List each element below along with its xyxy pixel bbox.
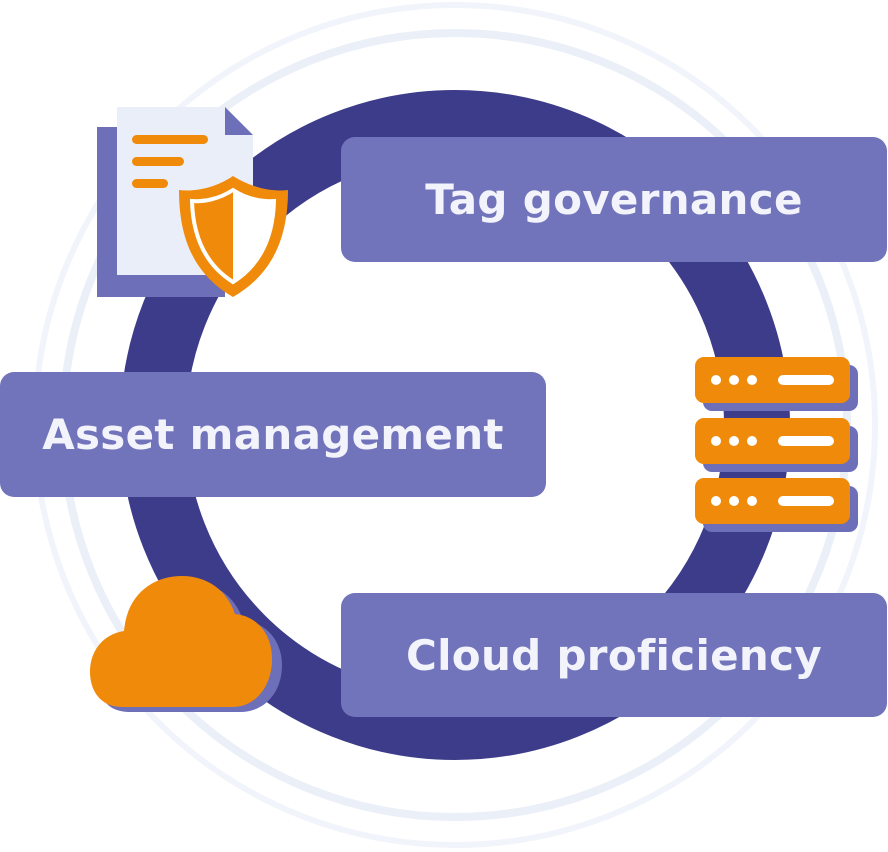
cloud-proficiency-text: Cloud proficiency	[405, 630, 822, 680]
tag-governance-text: Tag governance	[425, 175, 803, 224]
cloud-proficiency-label: Cloud proficiency	[341, 593, 887, 717]
cloud-icon	[90, 576, 282, 712]
server-stack-icon	[695, 357, 858, 532]
tag-governance-label: Tag governance	[341, 137, 887, 262]
asset-management-text: Asset management	[42, 410, 504, 459]
document-shield-icon	[97, 107, 288, 297]
asset-management-label: Asset management	[0, 372, 546, 497]
